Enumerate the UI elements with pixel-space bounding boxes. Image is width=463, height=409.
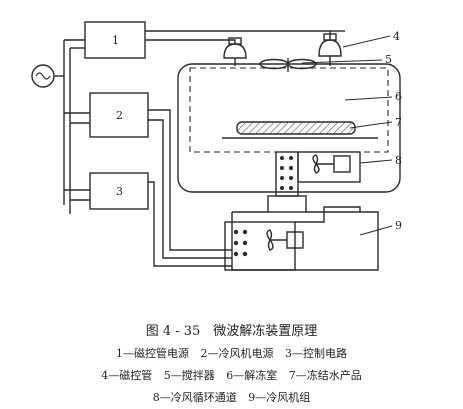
legend-item: 9—冷风机组: [248, 391, 311, 404]
control-wires: [148, 181, 232, 267]
ac-source-icon: [31, 64, 55, 88]
channel-fan-icon: [312, 154, 351, 174]
label-5: 5: [385, 53, 392, 66]
fan-power-box: [89, 92, 149, 138]
label-8: 8: [395, 154, 402, 167]
legend-item: 8—冷风循环通道: [152, 391, 237, 404]
label-9: 9: [395, 219, 402, 232]
legend-item: 6—解冻室: [226, 369, 278, 382]
legend-item: 4—磁控管: [101, 369, 153, 382]
leader-lines: [301, 35, 393, 236]
frozen-product: [236, 121, 356, 135]
chamber-inner-dashed: [189, 67, 389, 153]
fan-unit-wires: [148, 109, 232, 259]
magnetron-wires: [145, 30, 345, 44]
label-6: 6: [395, 90, 402, 103]
label-7: 7: [395, 116, 402, 129]
legend-item: 3—控制电路: [285, 347, 347, 360]
legend-item: 1—磁控管电源: [116, 347, 189, 360]
label-2: 2: [116, 109, 123, 122]
legend-line-2: 4—磁控管 5—搅拌器 6—解冻室 7—冻结水产品: [0, 367, 463, 383]
stirrer-icon: [259, 58, 317, 72]
legend-line-3: 8—冷风循环通道 9—冷风机组: [0, 389, 463, 405]
magnetron-right-icon: [318, 33, 342, 66]
legend-item: 7—冻结水产品: [288, 369, 362, 382]
air-channel: [267, 151, 361, 213]
figure-caption-title: 图 4 - 35 微波解冻装置原理: [145, 324, 318, 339]
legend-line-1: 1—磁控管电源 2—冷风机电源 3—控制电路: [0, 345, 463, 361]
channel-vent-dots: [280, 156, 293, 190]
legend-item: 2—冷风机电源: [200, 347, 274, 360]
fan-unit-fan-icon: [266, 229, 304, 251]
legend-item: 5—搅拌器: [163, 369, 215, 382]
label-3: 3: [116, 185, 123, 198]
control-circuit-box: [89, 172, 149, 210]
fan-unit-dots: [233, 229, 248, 257]
fan-unit: [224, 206, 379, 271]
power-wires: [54, 39, 90, 214]
label-4: 4: [393, 30, 400, 43]
thawing-chamber: [177, 63, 401, 193]
label-1: 1: [112, 34, 119, 47]
